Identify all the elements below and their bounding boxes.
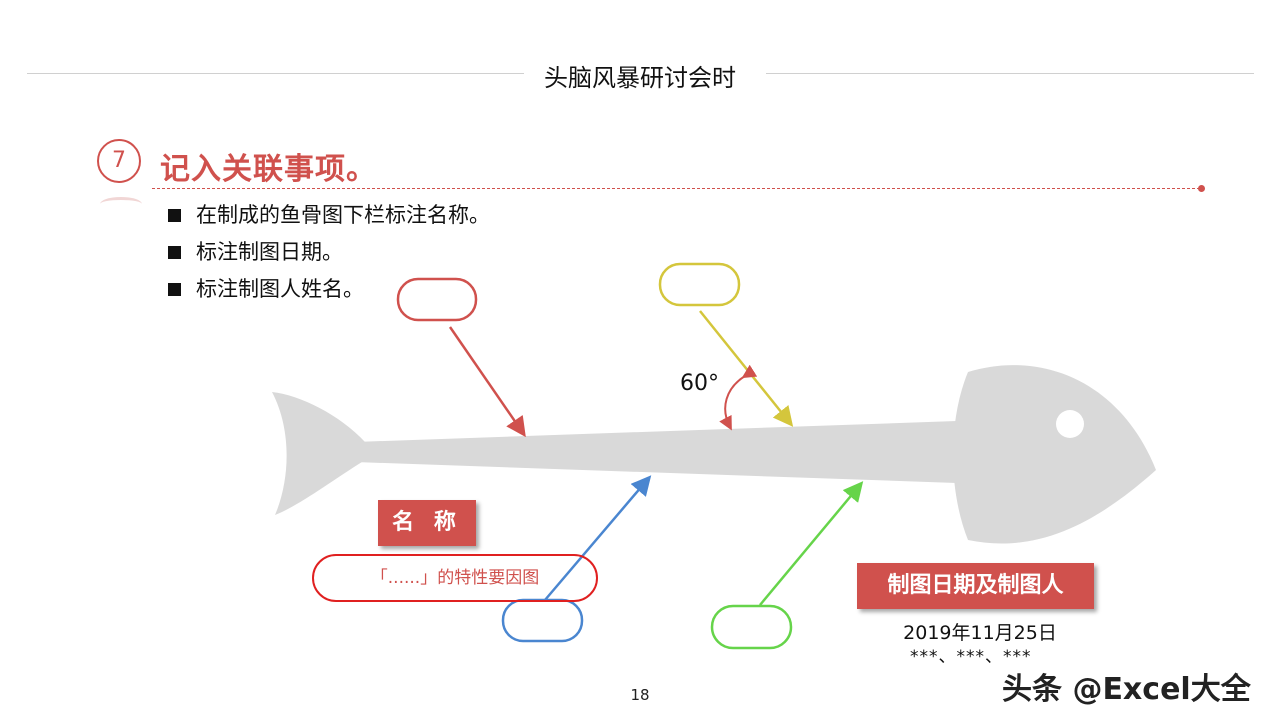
- bullet-item: 在制成的鱼骨图下栏标注名称。: [168, 200, 490, 237]
- angle-arc: [719, 364, 758, 431]
- bullet-text: 标注制图人姓名。: [196, 277, 364, 301]
- bullet-item: 标注制图人姓名。: [168, 274, 490, 311]
- watermark: 头条 @Excel大全: [1002, 672, 1251, 707]
- header-rule-left: [27, 73, 524, 74]
- green-bone-arrow: [759, 481, 864, 606]
- green-bone-box: [710, 604, 793, 650]
- yellow-bone-box: [658, 262, 741, 307]
- bullet-list: 在制成的鱼骨图下栏标注名称。 标注制图日期。 标注制图人姓名。: [168, 200, 490, 311]
- angle-label: 60°: [680, 371, 719, 396]
- blue-bone-arrow: [544, 475, 652, 601]
- bullet-text: 在制成的鱼骨图下栏标注名称。: [196, 203, 490, 227]
- name-label-box: 名 称: [378, 500, 476, 546]
- step-number-badge: 7: [97, 139, 141, 183]
- red-bone-box: [396, 277, 478, 322]
- chart-name-pill: [312, 554, 598, 602]
- bullet-item: 标注制图日期。: [168, 237, 490, 274]
- page-number: 18: [630, 686, 650, 704]
- square-bullet-icon: [168, 283, 181, 296]
- author-label-box: 制图日期及制图人: [857, 563, 1094, 609]
- square-bullet-icon: [168, 246, 181, 259]
- square-bullet-icon: [168, 209, 181, 222]
- header-rule-right: [766, 73, 1254, 74]
- step-title: 记入关联事项。: [160, 152, 377, 187]
- fish-spine: [355, 420, 985, 484]
- chart-authors: ***、***、***: [910, 647, 1032, 667]
- step-badge-reflection: [100, 197, 142, 211]
- bullet-text: 标注制图日期。: [196, 240, 343, 264]
- red-bone-arrow: [448, 326, 526, 438]
- fish-eye: [1056, 410, 1084, 438]
- divider-end-dot: [1198, 185, 1205, 192]
- dotted-divider: [152, 188, 1200, 189]
- fish-head: [953, 365, 1156, 544]
- fish-tail: [272, 392, 365, 515]
- yellow-bone-arrow: [699, 310, 794, 427]
- page-title: 头脑风暴研讨会时: [544, 64, 736, 92]
- chart-name-text: 「......」的特性要因图: [370, 568, 540, 588]
- chart-date: 2019年11月25日: [903, 622, 1057, 644]
- blue-bone-box: [501, 598, 584, 643]
